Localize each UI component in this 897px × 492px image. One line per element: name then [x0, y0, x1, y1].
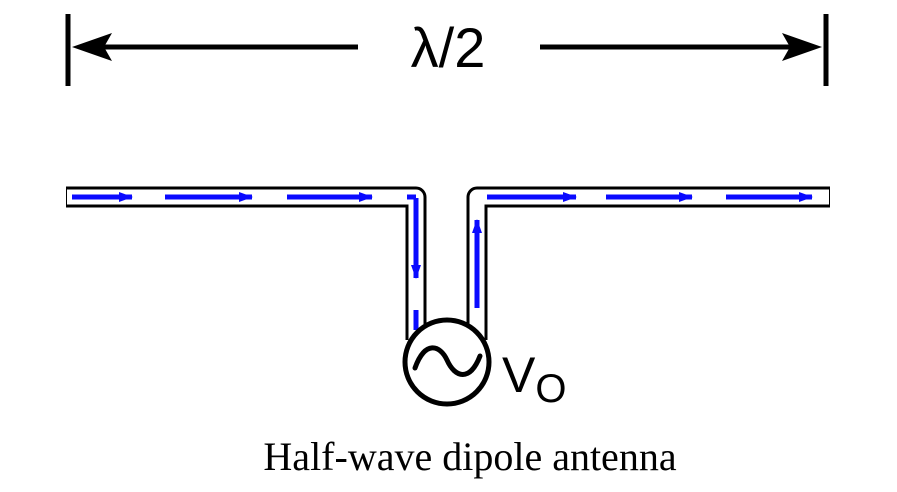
- arrowhead-right: [782, 33, 822, 61]
- ac-voltage-source-icon: [402, 317, 492, 407]
- caption: Half-wave dipole antenna: [263, 434, 676, 479]
- arrowhead-left: [72, 33, 112, 61]
- wavelength-dimension: λ/2: [65, 14, 829, 86]
- current-arrows: [72, 192, 813, 330]
- right-arm: [466, 186, 830, 340]
- left-arm: [66, 186, 427, 340]
- source-label: VO: [502, 347, 566, 411]
- length-label: λ/2: [411, 16, 486, 79]
